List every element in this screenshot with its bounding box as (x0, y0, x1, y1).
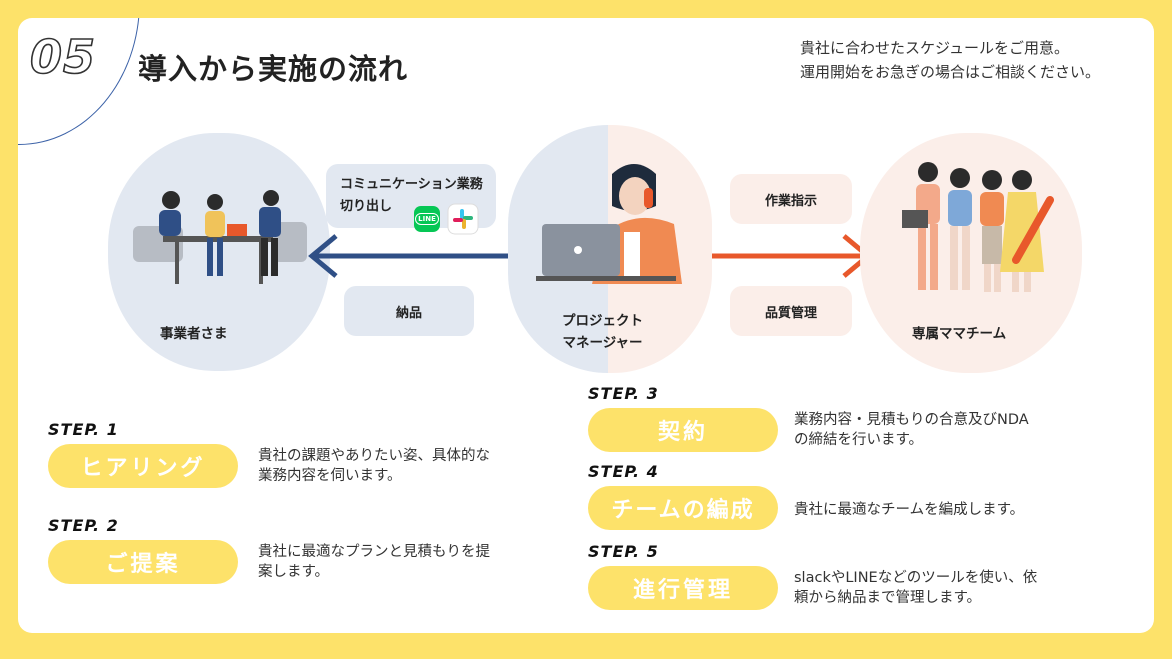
slide-card: 05 導入から実施の流れ 貴社に合わせたスケジュールをご用意。 運用開始をお急ぎ… (18, 18, 1154, 633)
step-5-label: STEP. 5 (588, 542, 659, 561)
step-1-description-line: 業務内容を伺います。 (258, 468, 402, 484)
step-2-pill: ご提案 (48, 540, 238, 584)
team-blob (860, 133, 1082, 373)
project-manager-illustration (536, 164, 682, 284)
team-label: 専属ママチーム (912, 326, 1007, 342)
header-note-line: 貴社に合わせたスケジュールをご用意。 (800, 39, 1069, 57)
header-note: 貴社に合わせたスケジュールをご用意。 運用開始をお急ぎの場合はご相談ください。 (800, 36, 1100, 84)
page-title: 導入から実施の流れ (138, 52, 409, 86)
line-app-icon-text: LINE (415, 213, 439, 225)
quality-control-tag: 品質管理 (730, 286, 852, 336)
mom-team-illustration (902, 162, 1054, 292)
line-app-icon: LINE (414, 206, 440, 232)
step-5-pill: 進行管理 (588, 566, 778, 610)
header-note-line: 運用開始をお急ぎの場合はご相談ください。 (800, 63, 1101, 81)
step-1-description: 貴社の課題やありたい姿、具体的な 業務内容を伺います。 (258, 446, 490, 486)
pm-label-line: マネージャー (562, 335, 643, 351)
pm-label-line: プロジェクト (562, 313, 643, 329)
slack-app-icon (447, 203, 479, 235)
step-1-label: STEP. 1 (48, 420, 119, 439)
step-5-description: slackやLINEなどのツールを使い、依 頼から納品まで管理します。 (794, 568, 1037, 608)
pm-label: プロジェクト マネージャー (562, 310, 643, 354)
step-1-description-line: 貴社の課題やありたい姿、具体的な (258, 448, 490, 464)
step-2-label: STEP. 2 (48, 516, 119, 535)
step-1-pill: ヒアリング (48, 444, 238, 488)
step-3-description-line: の締結を行います。 (794, 432, 924, 448)
step-4-description-line: 貴社に最適なチームを編成します。 (794, 502, 1025, 518)
step-5-description-line: 頼から納品まで管理します。 (794, 590, 982, 606)
step-4-description: 貴社に最適なチームを編成します。 (794, 500, 1024, 520)
communication-tag-line: 切り出し (340, 199, 393, 214)
step-5-description-line: slackやLINEなどのツールを使い、依 (794, 570, 1038, 586)
step-3-label: STEP. 3 (588, 384, 659, 403)
step-2-description: 貴社に最適なプランと見積もりを提 案します。 (258, 542, 490, 582)
step-4-pill: チームの編成 (588, 486, 778, 530)
communication-tag: コミュニケーション業務 切り出し (326, 164, 496, 228)
right-arrow (710, 234, 872, 278)
section-number: 05 (29, 29, 97, 85)
step-2-description-line: 案します。 (258, 564, 330, 580)
step-2-description-line: 貴社に最適なプランと見積もりを提 (258, 544, 490, 560)
communication-tag-line: コミュニケーション業務 (340, 177, 483, 192)
step-3-description-line: 業務内容・見積もりの合意及びNDA (794, 412, 1029, 428)
step-3-pill: 契約 (588, 408, 778, 452)
delivery-tag: 納品 (344, 286, 474, 336)
meeting-illustration (133, 190, 307, 284)
task-instruction-tag: 作業指示 (730, 174, 852, 224)
left-arrow (308, 234, 512, 278)
client-label: 事業者さま (160, 326, 228, 342)
step-4-label: STEP. 4 (588, 462, 659, 481)
step-3-description: 業務内容・見積もりの合意及びNDA の締結を行います。 (794, 410, 1029, 450)
